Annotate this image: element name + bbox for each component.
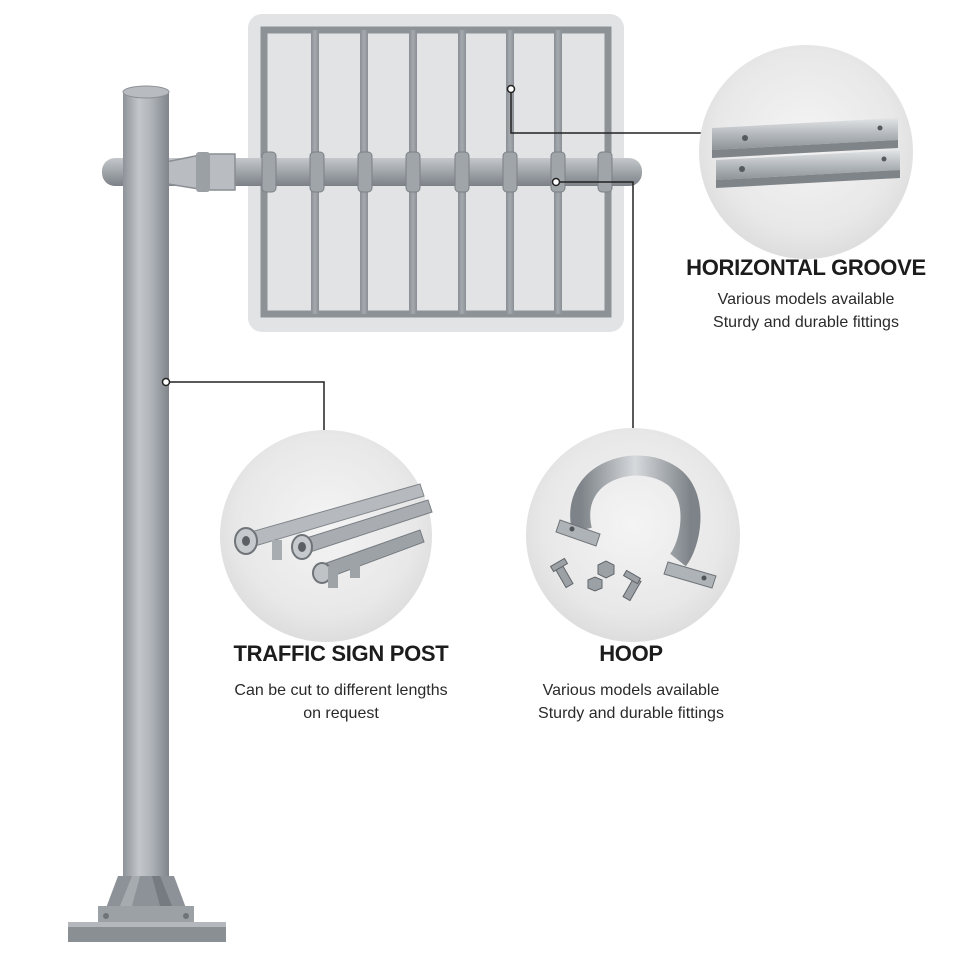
horizontal-groove-description: Various models available Sturdy and dura… xyxy=(676,288,936,334)
horizontal-arm xyxy=(102,151,642,193)
groove-leader-line xyxy=(510,89,716,134)
leader-lines xyxy=(166,89,716,438)
bolts-icon xyxy=(549,557,642,602)
traffic-sign-post-image xyxy=(220,430,433,642)
traffic-sign-post-title: TRAFFIC SIGN POST xyxy=(233,641,449,666)
horizontal-groove-desc-line-2: Sturdy and durable fittings xyxy=(713,314,899,331)
post-tubes-icon xyxy=(234,483,433,588)
hoop-title: HOOP xyxy=(599,641,663,666)
traffic-sign-post-desc-line-1: Can be cut to different lengths xyxy=(234,682,448,699)
horizontal-groove-image xyxy=(699,45,913,259)
hoop-clamp-icon xyxy=(555,455,717,589)
hoop-desc-line-2: Sturdy and durable fittings xyxy=(538,705,724,722)
hoop-desc-line-1: Various models available xyxy=(542,682,720,699)
horizontal-groove-title: HORIZONTAL GROOVE xyxy=(686,255,926,280)
horizontal-groove-desc-line-1: Various models available xyxy=(717,291,895,308)
hoop-image xyxy=(526,428,740,642)
traffic-sign-post-description: Can be cut to different lengths on reque… xyxy=(196,679,486,725)
post-leader-line xyxy=(166,381,325,436)
hoop-description: Various models available Sturdy and dura… xyxy=(506,679,756,725)
vertical-pole xyxy=(122,85,170,882)
leader-dots xyxy=(161,84,561,387)
pole-base xyxy=(68,876,226,942)
groove-rail-icon xyxy=(712,118,900,188)
traffic-sign-post-desc-line-2: on request xyxy=(303,705,379,722)
hoop-leader-line xyxy=(556,181,634,438)
